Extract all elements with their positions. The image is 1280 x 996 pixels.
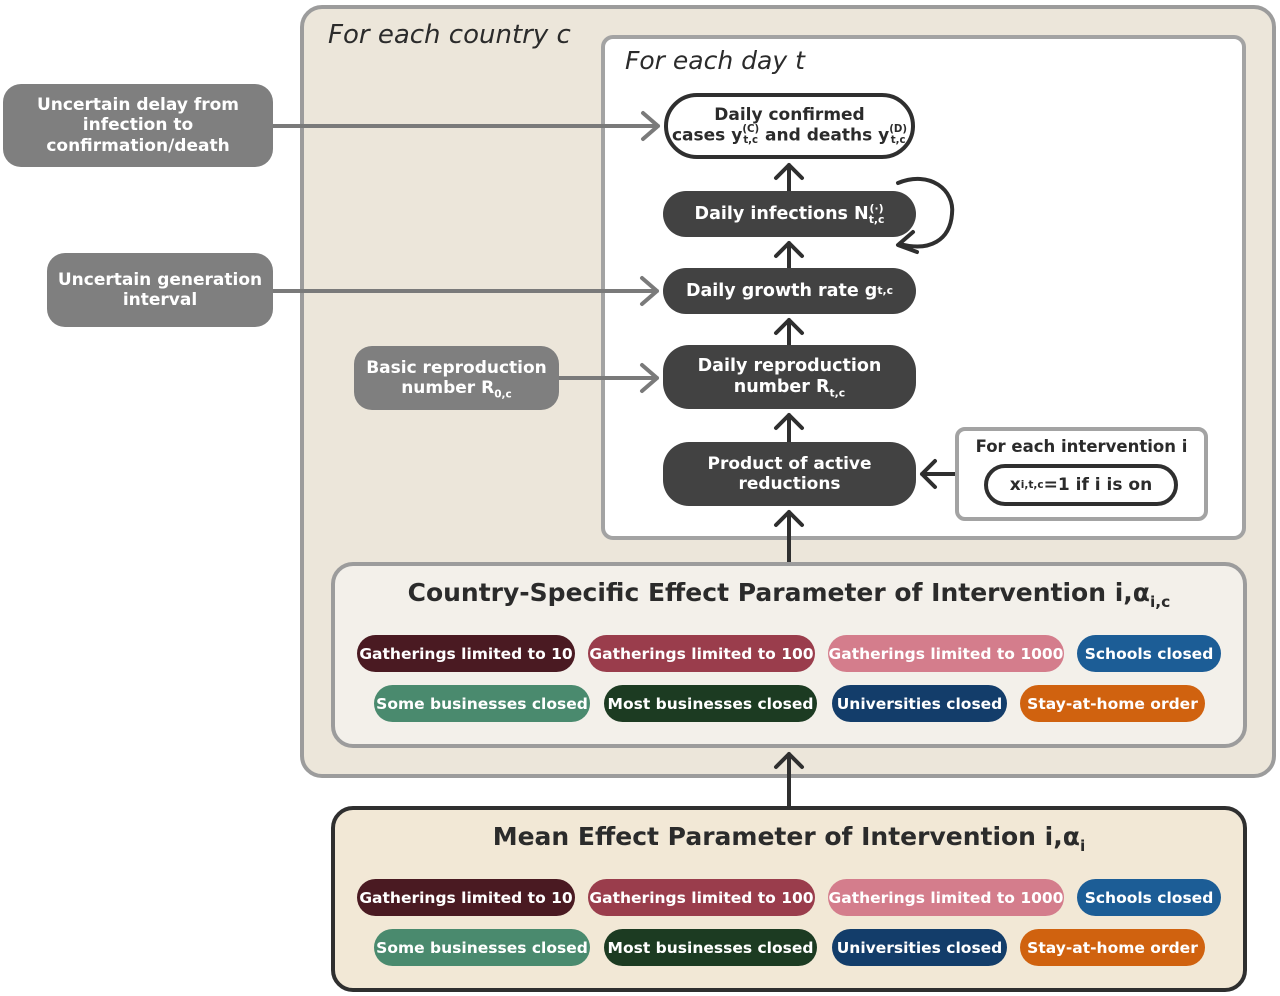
day-loop-label: For each day t (625, 46, 805, 75)
infections-label: Daily infections N (694, 203, 869, 224)
mean-title-subscript: i (1079, 837, 1086, 855)
country-specific-params-title: Country-Specific Effect Parameter of Int… (331, 578, 1247, 610)
country-specific-chip-schools-closed: Schools closed (1077, 635, 1221, 672)
basic-label: number R (401, 378, 495, 398)
country-specific-chip-stay-at-home-order: Stay-at-home order (1020, 685, 1205, 722)
cs-title-subscript: i,c (1149, 593, 1171, 611)
basic-line2: number R0,c (366, 378, 547, 401)
daily-confirmed-cases-deaths-node: Daily confirmed cases y(C)t,c and deaths… (664, 93, 915, 159)
country-specific-chip-gatherings-limited-to-100: Gatherings limited to 100 (588, 635, 815, 672)
country-specific-chip-some-businesses-closed: Some businesses closed (374, 685, 590, 722)
delay-line3: confirmation/death (46, 135, 230, 156)
cs-title-text: Country-Specific Effect Parameter of Int… (407, 578, 1150, 607)
cases-label: cases y (671, 126, 743, 147)
delay-line1: Uncertain delay from (37, 94, 239, 115)
reproduction-line2: number Rt,c (698, 377, 882, 398)
uncertain-generation-interval-node: Uncertain generation interval (47, 253, 273, 327)
reproduction-line1: Daily reproduction (697, 356, 882, 376)
product-line1: Product of active (707, 453, 872, 474)
deaths-label: and deaths y (759, 126, 890, 147)
mean-chip-gatherings-limited-to-1000: Gatherings limited to 1000 (828, 879, 1064, 916)
mean-chip-universities-closed: Universities closed (832, 929, 1007, 966)
reproduction-subscript: t,c (829, 386, 846, 400)
confirmed-line2: cases y(C)t,c and deaths y(D)t,c (672, 125, 907, 146)
intervention-loop-label: For each intervention i (975, 437, 1188, 456)
daily-reproduction-number-node: Daily reproduction number Rt,c (663, 345, 916, 409)
indicator-variable: x (1009, 474, 1021, 495)
cases-superscript: (C) (742, 124, 760, 136)
cases-subscript: t,c (743, 135, 759, 147)
indicator-condition: =1 if i is on (1043, 474, 1153, 495)
mean-title-text: Mean Effect Parameter of Intervention i,… (492, 822, 1080, 851)
mean-chip-gatherings-limited-to-100: Gatherings limited to 100 (588, 879, 815, 916)
mean-chip-some-businesses-closed: Some businesses closed (374, 929, 590, 966)
basic-reproduction-number-node: Basic reproduction number R0,c (354, 346, 559, 410)
mean-chip-stay-at-home-order: Stay-at-home order (1020, 929, 1205, 966)
reproduction-label: number R (733, 377, 830, 397)
country-specific-chip-most-businesses-closed: Most businesses closed (604, 685, 817, 722)
deaths-superscript: (D) (889, 124, 907, 136)
mean-chip-schools-closed: Schools closed (1077, 879, 1221, 916)
product-line2: reductions (738, 474, 841, 494)
uncertain-delay-node: Uncertain delay from infection to confir… (3, 84, 273, 167)
deaths-subscript: t,c (890, 135, 906, 147)
infections-subscript: t,c (868, 213, 885, 226)
growth-label: Daily growth rate g (685, 280, 878, 301)
delay-line2: infection to (82, 115, 194, 136)
daily-infections-node: Daily infections N(·)t,c (663, 191, 916, 237)
country-specific-chip-gatherings-limited-to-1000: Gatherings limited to 1000 (828, 635, 1064, 672)
confirmed-line1: Daily confirmed (714, 105, 865, 126)
generation-line1: Uncertain generation (57, 269, 263, 290)
product-active-reductions-node: Product of active reductions (663, 442, 916, 506)
country-specific-chip-universities-closed: Universities closed (832, 685, 1007, 722)
country-loop-label: For each country c (328, 20, 571, 50)
basic-line1: Basic reproduction (366, 357, 547, 378)
mean-chip-most-businesses-closed: Most businesses closed (604, 929, 817, 966)
basic-subscript: 0,c (494, 388, 512, 401)
generation-line2: interval (122, 290, 198, 310)
infections-superscript: (·) (869, 201, 884, 215)
mean-chip-gatherings-limited-to-10: Gatherings limited to 10 (357, 879, 575, 916)
country-specific-chip-gatherings-limited-to-10: Gatherings limited to 10 (357, 635, 575, 672)
mean-params-title: Mean Effect Parameter of Intervention i,… (331, 822, 1247, 854)
